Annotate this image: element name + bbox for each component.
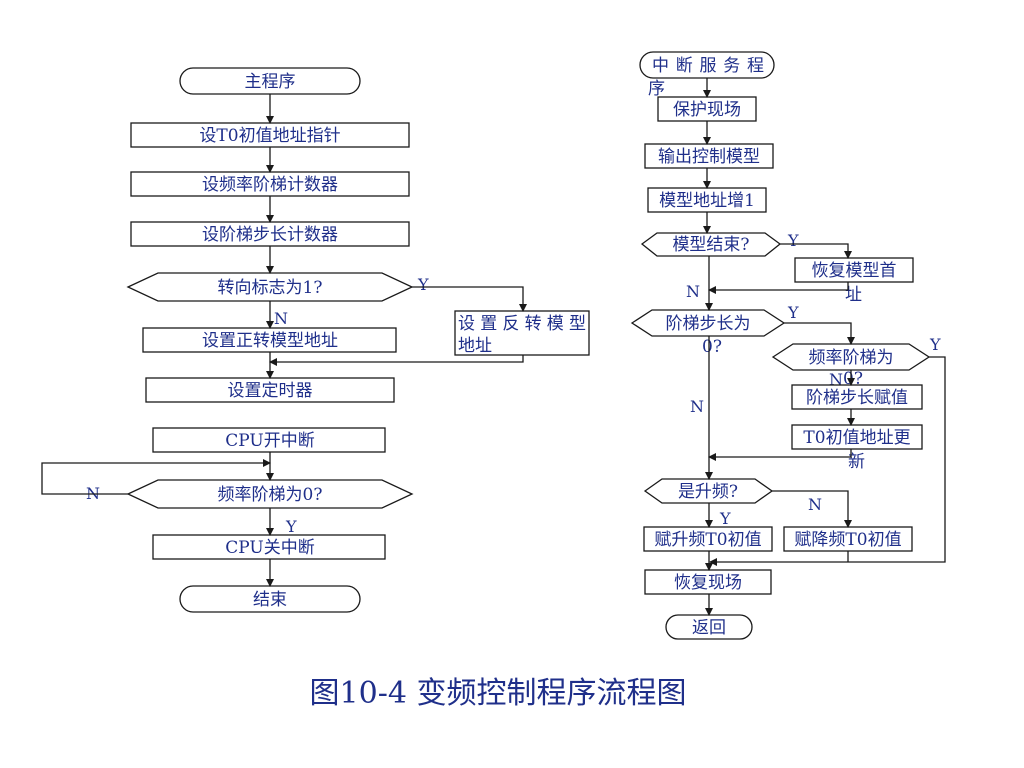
freq-step-label-1: 频率阶梯为 (809, 348, 894, 368)
set-freq-counter-label: 设频率阶梯计数器 (202, 175, 338, 195)
cpu-enable-label: CPU开中断 (225, 431, 314, 451)
isr-arrow-restore-merge (708, 282, 849, 294)
freq-zero-decision-label: 频率阶梯为0? (218, 485, 323, 505)
step-zero-yes: Y (787, 303, 799, 322)
set-timer-label: 设置定时器 (228, 381, 313, 401)
isr-start-label-2: 序 (648, 79, 665, 99)
isr-flowchart: 中断服务程 序 保护现场 输出控制模型 模型地址增1 模型结束? Y N 恢复模… (630, 51, 946, 640)
figure-caption: 图10-4 变频控制程序流程图 (310, 676, 687, 711)
cpu-disable-label: CPU关中断 (225, 538, 314, 558)
freq-zero-decision-yes: Y (285, 517, 297, 536)
step-zero-no: N (690, 397, 704, 416)
set-timer-box (145, 377, 395, 403)
main-start-label: 主程序 (245, 72, 296, 92)
restore-context-box (644, 569, 772, 595)
save-context-box (657, 96, 757, 122)
update-t0-label-2: 新 (848, 452, 865, 472)
freq-step-no: N (829, 370, 843, 389)
freq-zero-decision-diamond (126, 479, 414, 509)
isr-start-label-1: 中断服务程 (652, 56, 764, 76)
dir-decision-no: N (274, 309, 288, 328)
up-decision-no: N (808, 495, 822, 514)
assign-step-box (791, 384, 923, 410)
set-step-counter-label: 设阶梯步长计数器 (202, 225, 338, 245)
dir-decision-yes: Y (417, 275, 429, 294)
main-loop-no (41, 459, 271, 495)
restore-first-label-1: 恢复模型首 (812, 261, 897, 281)
assign-step-label: 阶梯步长赋值 (806, 388, 908, 408)
freq-step-yes: Y (929, 335, 941, 354)
isr-arrow-step-yes (784, 322, 855, 345)
model-addr-inc-box (647, 187, 767, 213)
restore-first-box (794, 257, 914, 283)
model-end-no: N (686, 282, 700, 301)
main-flowchart: 主程序 设T0初值地址指针 设频率阶梯计数器 设阶梯步长计数器 转向标志为1? … (41, 67, 590, 613)
step-zero-label-1: 阶梯步长为 (666, 314, 751, 334)
save-context-label: 保护现场 (673, 100, 741, 120)
isr-arrow-model-yes (780, 243, 852, 259)
set-rev-label-2: 地址 (458, 336, 492, 356)
return-label: 返回 (692, 618, 726, 638)
output-model-label: 输出控制模型 (658, 147, 760, 167)
main-end-label: 结束 (253, 590, 287, 610)
cpu-enable-box (152, 427, 386, 453)
isr-arrow-up-no (772, 490, 852, 528)
set-rev-box (454, 310, 590, 356)
up-decision-label: 是升频? (678, 482, 738, 502)
up-decision-yes: Y (719, 509, 731, 528)
set-t0-pointer-box (130, 122, 410, 148)
output-model-box (644, 143, 774, 169)
isr-arrow-freq-yes (709, 356, 946, 566)
isr-arrow-update-merge (708, 449, 852, 461)
restore-context-label: 恢复现场 (674, 573, 742, 593)
main-arrow-rev-merge (269, 355, 524, 366)
update-t0-box (791, 424, 923, 450)
dir-decision-label: 转向标志为1? (218, 278, 323, 298)
step-zero-label-2: 0? (702, 337, 722, 357)
assign-up-label: 赋升频T0初值 (654, 530, 761, 550)
model-end-yes: Y (787, 231, 799, 250)
update-t0-label-1: T0初值地址更 (803, 428, 910, 448)
set-step-counter-box (130, 221, 410, 247)
assign-down-box (783, 526, 913, 552)
restore-first-label-2: 址 (845, 285, 862, 305)
assign-down-label: 赋降频T0初值 (794, 530, 901, 550)
set-fwd-label: 设置正转模型地址 (202, 331, 338, 351)
model-addr-inc-label: 模型地址增1 (659, 191, 755, 211)
set-t0-pointer-label: 设T0初值地址指针 (199, 126, 340, 146)
main-arrow-yes-rev (412, 286, 527, 312)
model-end-label: 模型结束? (672, 235, 749, 255)
